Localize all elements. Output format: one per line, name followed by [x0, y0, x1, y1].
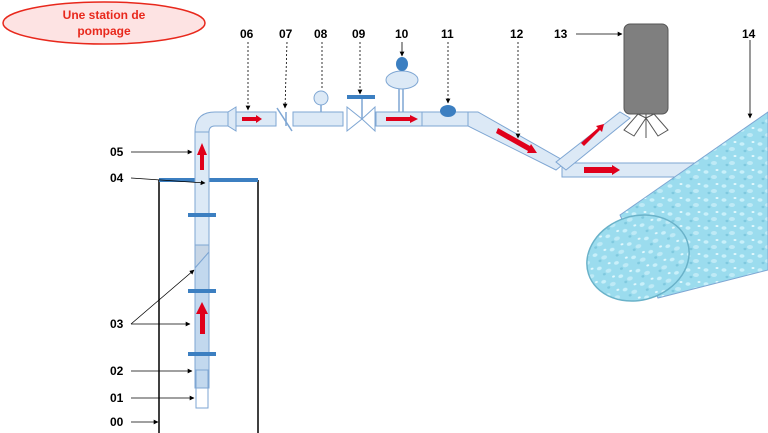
flowmeter	[440, 105, 456, 117]
title-badge: Une station de pompage	[2, 1, 206, 45]
component-labels: 05 04 03 02 01 00 06 07 08 09 10 11 12 1…	[110, 27, 756, 429]
flow-arrow-up-top	[197, 143, 207, 170]
label-00: 00	[110, 415, 124, 429]
label-14: 14	[742, 27, 756, 41]
label-09: 09	[352, 27, 366, 41]
leader-lines	[130, 31, 753, 425]
pump-body	[195, 369, 209, 389]
label-03: 03	[110, 317, 124, 331]
label-05: 05	[110, 145, 124, 159]
gate-valve	[346, 95, 376, 133]
label-12: 12	[510, 27, 524, 41]
pressure-gauge	[313, 90, 329, 112]
flange-1	[188, 213, 216, 217]
label-07: 07	[279, 27, 293, 41]
label-11: 11	[441, 27, 454, 41]
label-04: 04	[110, 171, 124, 185]
check-valve	[276, 107, 293, 132]
discharge-header	[194, 57, 469, 133]
label-01: 01	[110, 391, 124, 405]
storage-tank	[623, 23, 669, 138]
label-13: 13	[554, 27, 568, 41]
riser-pipe	[188, 131, 216, 409]
title-line-2: pompage	[77, 24, 131, 38]
flange-3	[188, 352, 216, 356]
label-08: 08	[314, 27, 328, 41]
branch-pipes	[467, 111, 695, 178]
flow-arrow-up-bottom	[196, 302, 208, 334]
air-valve	[385, 57, 419, 112]
label-02: 02	[110, 364, 124, 378]
reservoir	[586, 111, 768, 302]
title-line-1: Une station de	[63, 8, 146, 22]
flange-2	[188, 289, 216, 293]
strainer	[195, 387, 209, 409]
label-10: 10	[395, 27, 409, 41]
label-06: 06	[240, 27, 254, 41]
